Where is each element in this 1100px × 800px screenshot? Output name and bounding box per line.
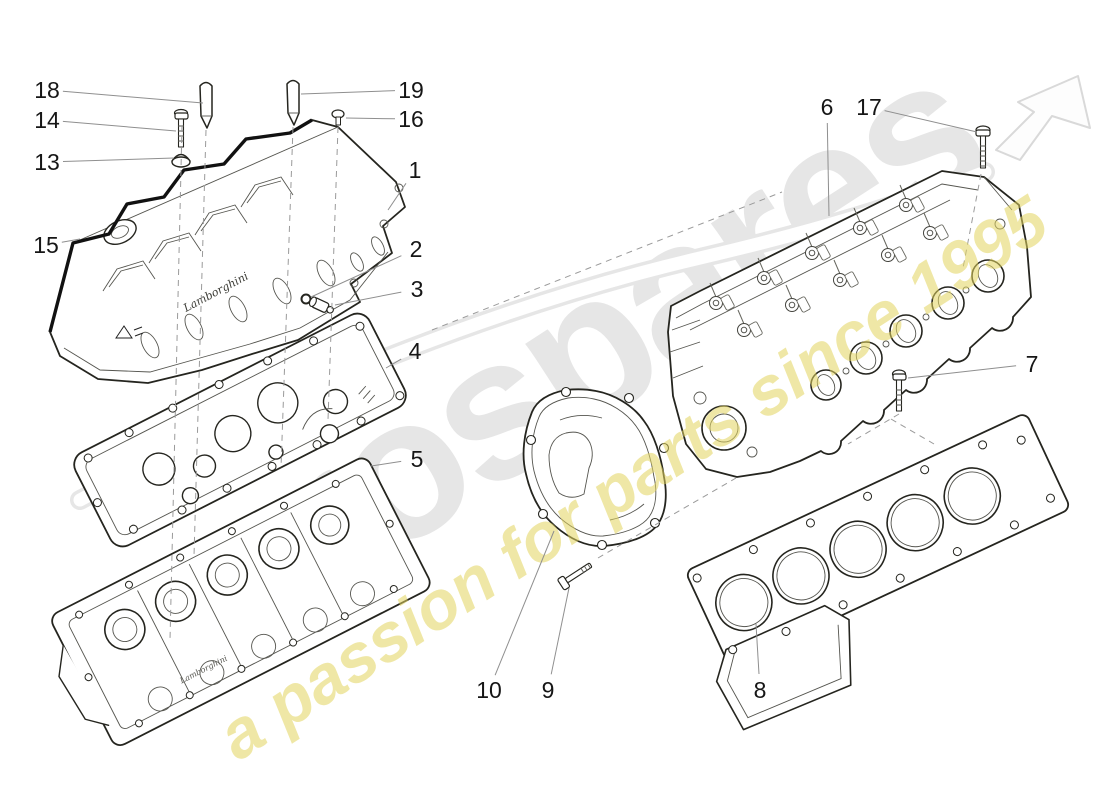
callout-8[interactable]: 8: [754, 677, 767, 703]
head-gasket-part: [686, 414, 1070, 731]
valve-cover-part: Lamborghini: [49, 119, 406, 384]
cam-housing-gasket-part: [73, 312, 407, 548]
leader-line-2: [310, 255, 402, 298]
callout-14[interactable]: 14: [34, 107, 60, 133]
bolt-14: [173, 108, 189, 148]
dowel-pin-18: [199, 81, 213, 129]
leader-line-9: [550, 587, 570, 675]
callout-3[interactable]: 3: [411, 276, 424, 302]
leader-line-7: [907, 365, 1017, 379]
callout-16[interactable]: 16: [398, 106, 424, 132]
alignment-dashes: [169, 125, 982, 641]
leader-line-4: [385, 358, 402, 369]
callout-13[interactable]: 13: [34, 149, 60, 175]
leader-line-1: [387, 183, 407, 211]
plug-3: [308, 296, 334, 314]
callout-6[interactable]: 6: [821, 94, 834, 120]
leader-line-16: [345, 117, 396, 120]
callout-19[interactable]: 19: [398, 77, 424, 103]
callout-18[interactable]: 18: [34, 77, 60, 103]
timing-cover-part: [522, 386, 670, 551]
warning-label-icon: [115, 325, 144, 339]
leader-line-15: [61, 238, 81, 243]
callout-1[interactable]: 1: [409, 157, 422, 183]
callout-4[interactable]: 4: [409, 338, 422, 364]
camshaft-carrier-part: Lamborghini: [51, 457, 431, 746]
callout-15[interactable]: 15: [33, 232, 59, 258]
leader-line-3: [334, 291, 402, 306]
callout-9[interactable]: 9: [542, 677, 555, 703]
bolt-9: [557, 562, 593, 591]
leader-line-17: [884, 110, 978, 133]
cover-gasket-part: [48, 118, 313, 333]
screw-16: [331, 109, 345, 126]
callout-7[interactable]: 7: [1026, 351, 1039, 377]
leader-line-19: [300, 90, 396, 95]
callout-17[interactable]: 17: [856, 94, 882, 120]
bolt-17: [975, 125, 991, 169]
leader-line-5: [370, 460, 402, 467]
dowel-pin-19: [286, 79, 300, 126]
leader-line-13: [62, 157, 175, 162]
callout-2[interactable]: 2: [410, 236, 423, 262]
callout-5[interactable]: 5: [411, 446, 424, 472]
leader-line-14: [62, 120, 177, 132]
bolt-7: [891, 369, 907, 412]
leader-line-8: [755, 623, 760, 675]
cylinder-head-part: [667, 170, 1032, 478]
leader-line-6: [826, 122, 830, 217]
leader-line-10: [494, 530, 555, 676]
callout-10[interactable]: 10: [476, 677, 502, 703]
leader-line-18: [62, 90, 204, 104]
arrow-icon: [995, 75, 1091, 161]
